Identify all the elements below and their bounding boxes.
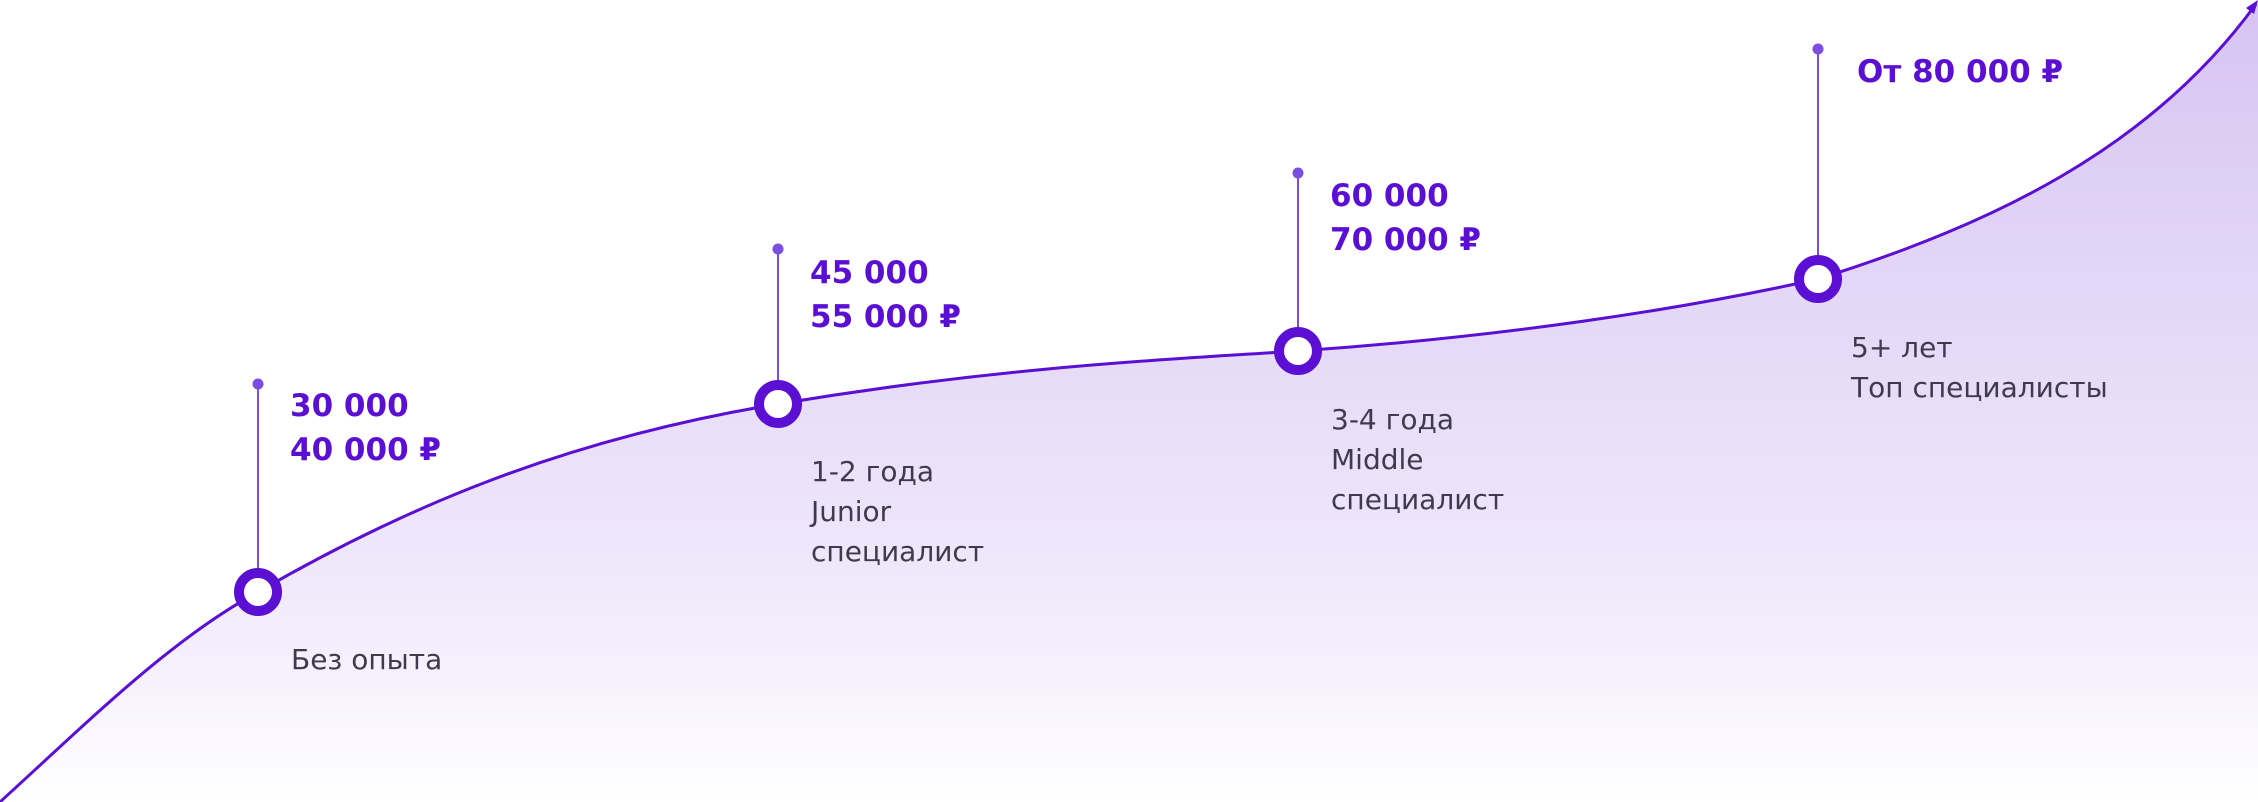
stage-line: Без опыта (291, 643, 443, 676)
stage-label-4: 5+ лет Топ специалисты (1851, 328, 2108, 408)
milestone-stems (252, 43, 1824, 790)
salary-line: От 80 000 ₽ (1857, 54, 2064, 90)
arrow-head-icon (2246, 0, 2258, 14)
salary-line: 70 000 ₽ (1330, 222, 1482, 258)
stage-line: 3-4 года (1331, 403, 1454, 436)
stage-label-3: 3-4 года Middle специалист (1331, 400, 1504, 520)
stage-line: специалист (1331, 483, 1505, 516)
milestone-marker-3 (1274, 327, 1322, 375)
salary-line: 60 000 (1330, 178, 1449, 214)
stem-tip-dot-3 (1292, 167, 1304, 179)
milestone-marker-4 (1794, 255, 1842, 303)
salary-range-1: 30 000 40 000 ₽ (290, 384, 441, 472)
stage-line: специалист (811, 535, 985, 568)
salary-range-4: От 80 000 ₽ (1857, 50, 2063, 94)
milestone-marker-1 (234, 568, 282, 616)
salary-line: 45 000 (810, 255, 929, 291)
stage-line: 1-2 года (811, 455, 934, 488)
salary-line: 30 000 (290, 388, 409, 424)
salary-range-3: 60 000 70 000 ₽ (1330, 174, 1481, 262)
stage-line: 5+ лет (1851, 331, 1953, 364)
stem-tip-dot-4 (1812, 43, 1824, 55)
salary-range-2: 45 000 55 000 ₽ (810, 251, 961, 339)
stage-line: Middle (1331, 443, 1424, 476)
stage-label-2: 1-2 года Junior специалист (811, 452, 984, 572)
stage-label-1: Без опыта (291, 640, 442, 680)
stem-tip-dot-2 (772, 243, 784, 255)
stage-line: Junior (811, 495, 892, 528)
stage-line: Топ специалисты (1851, 371, 2108, 404)
milestone-markers (234, 255, 1842, 616)
milestone-marker-2 (754, 380, 802, 428)
salary-line: 55 000 ₽ (810, 299, 962, 335)
stem-tip-dot-1 (252, 378, 264, 390)
salary-line: 40 000 ₽ (290, 432, 442, 468)
